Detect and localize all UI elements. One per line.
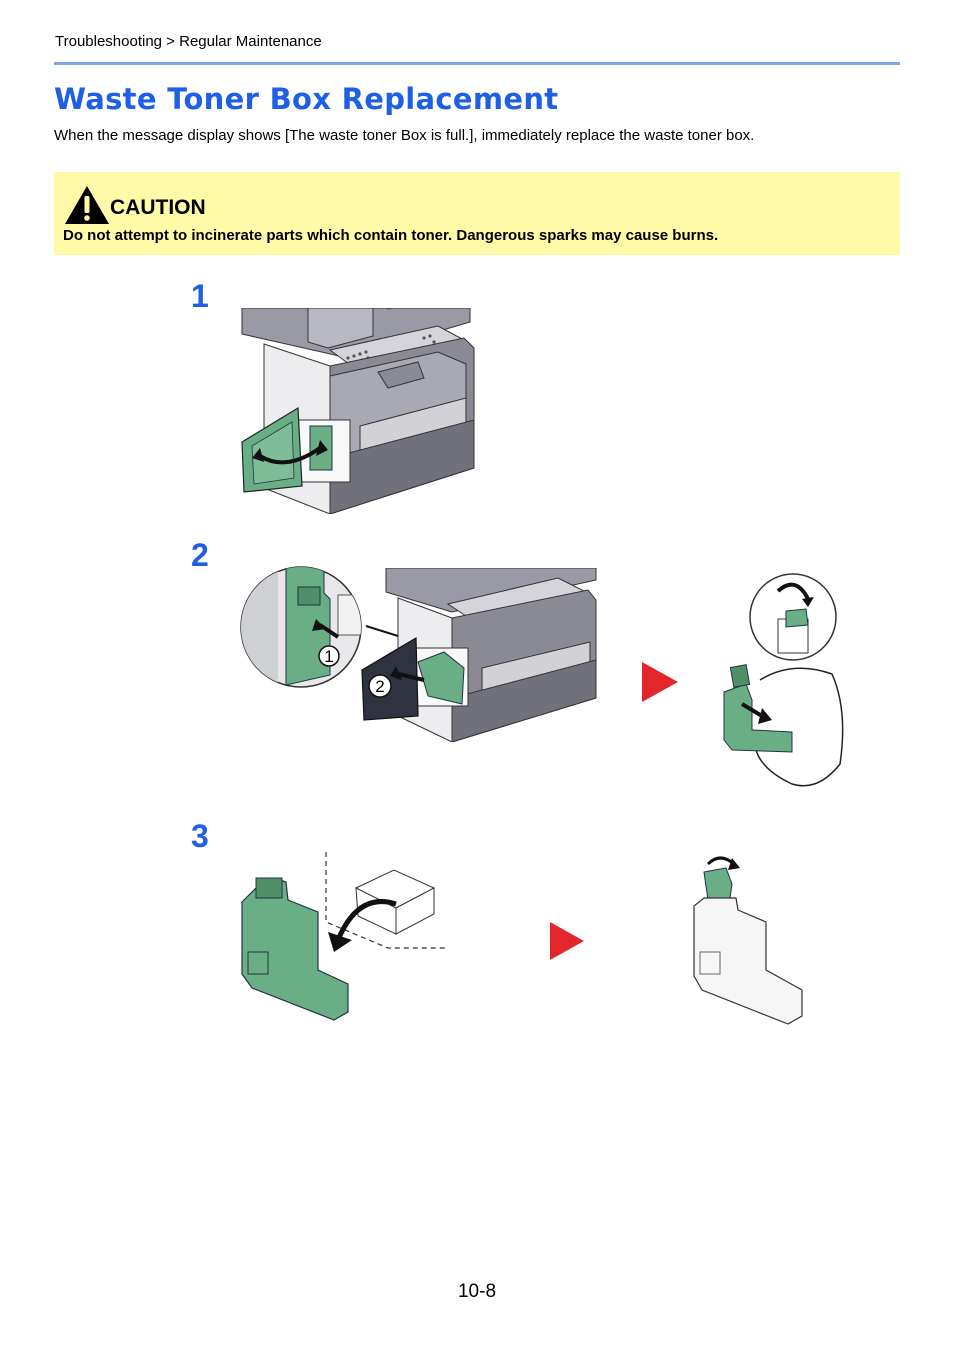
next-arrow-icon [642, 662, 678, 702]
toner-box-into-carton-illustration [241, 852, 448, 1021]
page-number: 10-8 [457, 1281, 497, 1302]
header-rule [54, 62, 900, 65]
printer-open-cover-illustration [241, 308, 475, 514]
caution-text: Do not attempt to incinerate parts which… [63, 227, 719, 244]
step-number-3: 3 [191, 818, 209, 854]
warning-icon [65, 186, 109, 224]
lid-close-detail-illustration [749, 573, 837, 661]
intro-text: When the message display shows [The wast… [54, 127, 755, 144]
page-title: Waste Toner Box Replacement [54, 82, 559, 116]
caution-label: CAUTION [110, 196, 206, 219]
closed-toner-box-illustration [693, 856, 803, 1025]
breadcrumb: Troubleshooting > Regular Maintenance [55, 33, 322, 50]
step-number-1: 1 [191, 278, 209, 314]
caution-box: CAUTION Do not attempt to incinerate par… [54, 172, 900, 255]
callout-2: 2 [375, 677, 384, 696]
detail-zoom-illustration: 1 [240, 566, 362, 688]
next-arrow-icon [550, 922, 584, 960]
callout-1: 1 [324, 647, 333, 666]
printer-remove-box-illustration: 2 [361, 568, 597, 742]
toner-box-bag-illustration [723, 664, 844, 787]
step-number-2: 2 [191, 537, 209, 573]
